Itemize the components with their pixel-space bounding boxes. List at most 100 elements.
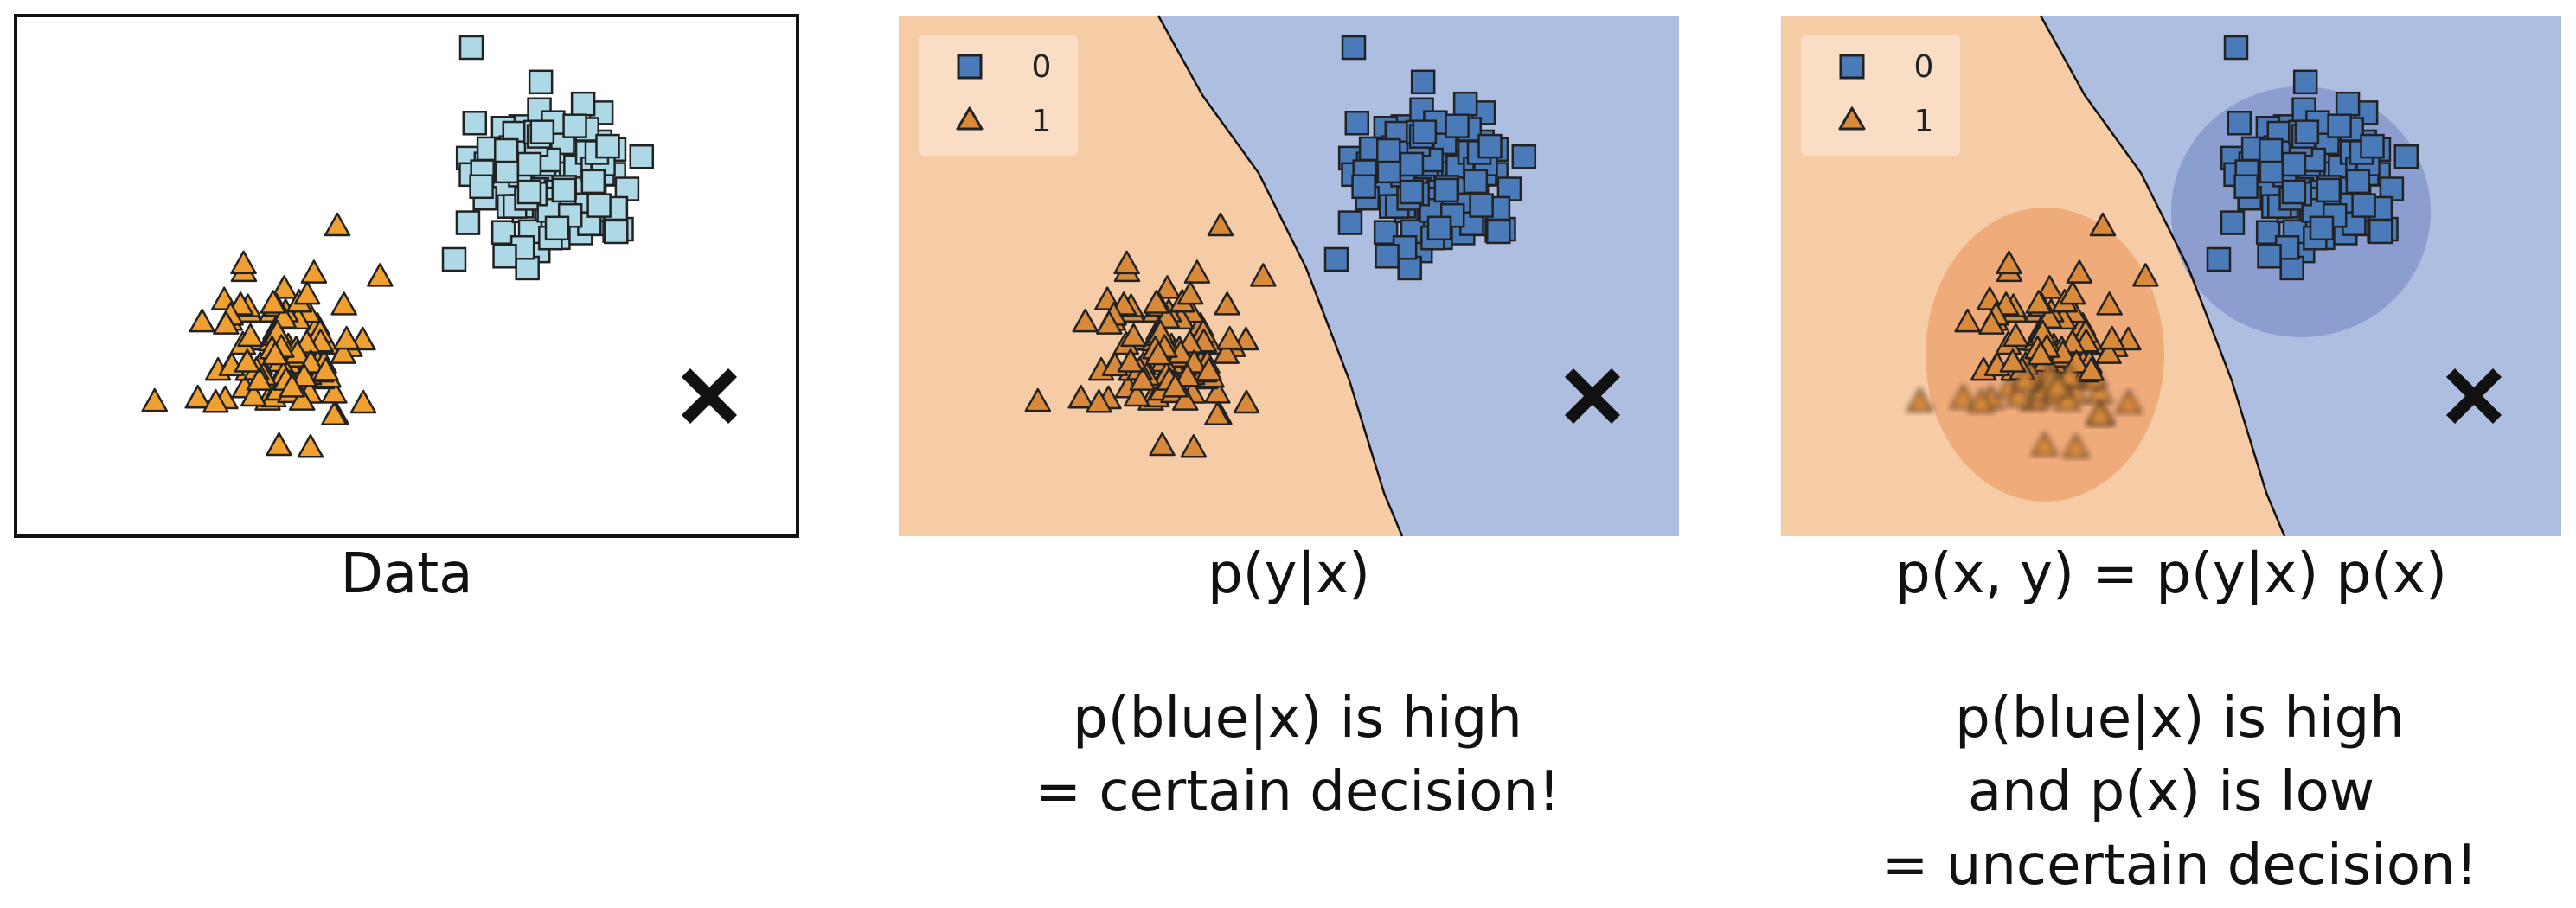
class1-triangle-marker bbox=[1162, 374, 1189, 398]
class0-square-marker bbox=[1445, 113, 1470, 138]
class0-square-marker bbox=[1375, 137, 1401, 163]
class1-triangle-marker bbox=[2078, 357, 2105, 381]
class0-square-marker bbox=[544, 215, 570, 241]
class0-square-marker bbox=[1399, 151, 1425, 177]
decision-boundary bbox=[1157, 15, 1404, 537]
class0-square-marker bbox=[515, 255, 540, 281]
x-cross-icon bbox=[2446, 368, 2502, 424]
class1-triangle-marker bbox=[230, 250, 257, 275]
panel-data bbox=[14, 14, 799, 538]
class0-square-marker bbox=[1412, 119, 1438, 144]
class1-triangle-marker bbox=[288, 387, 316, 411]
class1-triangle-marker bbox=[1117, 348, 1144, 373]
class0-square-marker bbox=[2206, 246, 2232, 272]
class1-triangle-marker bbox=[2062, 434, 2090, 458]
class0-square-marker bbox=[1344, 111, 1370, 136]
class1-triangle-marker bbox=[1195, 357, 1222, 381]
class1-triangle-marker bbox=[2115, 389, 2143, 414]
class0-square-marker bbox=[1373, 220, 1399, 245]
class0-square-marker bbox=[1375, 244, 1400, 269]
class0-square-marker bbox=[604, 219, 629, 245]
class1-triangle-marker bbox=[324, 212, 351, 237]
class1-triangle-marker bbox=[213, 310, 240, 335]
class0-square-marker bbox=[529, 119, 555, 144]
legend-triangle-icon bbox=[1838, 106, 1866, 131]
class0-square-marker bbox=[458, 35, 484, 61]
class1-triangle-marker bbox=[1123, 382, 1150, 407]
class1-triangle-marker bbox=[1216, 325, 1243, 350]
class0-square-marker bbox=[462, 111, 488, 136]
class1-triangle-marker bbox=[291, 362, 317, 387]
class1-triangle-marker bbox=[1183, 259, 1211, 284]
class1-triangle-marker bbox=[1999, 348, 2027, 373]
legend-triangle-icon bbox=[956, 106, 984, 131]
class1-triangle-marker bbox=[1978, 310, 2005, 335]
class0-square-marker bbox=[1409, 97, 1434, 123]
class0-square-marker bbox=[595, 133, 620, 159]
panel-generative: 0 1 bbox=[1781, 15, 2561, 537]
class1-triangle-marker bbox=[279, 374, 305, 398]
class0-square-marker bbox=[2259, 158, 2284, 184]
class0-square-marker bbox=[557, 202, 583, 228]
class1-triangle-marker bbox=[2005, 382, 2033, 407]
class1-triangle-marker bbox=[2054, 387, 2081, 411]
class0-square-marker bbox=[2335, 91, 2361, 117]
class0-square-marker bbox=[455, 210, 481, 235]
class0-square-marker bbox=[1341, 35, 1367, 61]
class1-triangle-marker bbox=[234, 348, 261, 373]
description-discriminative-line2: = certain decision! bbox=[1035, 760, 1560, 824]
class1-triangle-marker bbox=[1096, 310, 1123, 335]
class0-square-marker bbox=[1337, 210, 1363, 235]
description-discriminative-line1: p(blue|x) is high bbox=[1073, 687, 1522, 751]
class1-triangle-marker bbox=[2025, 290, 2053, 314]
class0-square-marker bbox=[2220, 210, 2246, 235]
class1-triangle-marker bbox=[1024, 387, 1052, 412]
class1-triangle-marker bbox=[1120, 323, 1147, 348]
panel-discriminative-points bbox=[1024, 35, 1537, 458]
class0-square-marker bbox=[2351, 193, 2376, 218]
class1-triangle-marker bbox=[297, 434, 324, 458]
class1-triangle-marker bbox=[333, 325, 360, 350]
class0-square-marker bbox=[2279, 255, 2304, 281]
class1-triangle-marker bbox=[1086, 388, 1112, 413]
legend-label-1: 1 bbox=[1032, 104, 1052, 139]
class0-square-marker bbox=[1399, 179, 1425, 205]
class1-triangle-marker bbox=[1968, 388, 1995, 413]
class0-square-marker bbox=[580, 169, 606, 195]
class1-triangle-marker bbox=[1233, 389, 1260, 414]
class1-triangle-marker bbox=[2044, 374, 2071, 398]
class1-triangle-marker bbox=[2132, 263, 2159, 287]
class0-square-marker bbox=[1486, 219, 1511, 245]
class1-triangle-marker bbox=[1996, 250, 2022, 275]
class0-square-marker bbox=[570, 91, 596, 117]
class0-square-marker bbox=[1433, 177, 1459, 203]
class1-triangle-marker bbox=[271, 275, 298, 299]
class1-triangle-marker bbox=[312, 357, 339, 381]
class1-triangle-marker bbox=[300, 259, 328, 284]
class0-square-marker bbox=[2360, 133, 2385, 159]
class1-triangle-marker bbox=[1113, 250, 1140, 275]
class0-square-marker bbox=[2227, 111, 2252, 136]
class1-triangle-marker bbox=[2059, 280, 2086, 305]
class1-triangle-marker bbox=[321, 401, 348, 425]
class1-triangle-marker bbox=[202, 388, 229, 413]
legend-box bbox=[1801, 35, 1960, 156]
class1-triangle-marker bbox=[184, 384, 211, 409]
class1-triangle-marker bbox=[2011, 367, 2039, 391]
class0-square-marker bbox=[2393, 144, 2419, 169]
legend-square-icon bbox=[1839, 54, 1865, 80]
class0-square-marker bbox=[2292, 69, 2318, 95]
class0-square-marker bbox=[516, 151, 542, 177]
panel-data-frame bbox=[14, 14, 799, 538]
class1-triangle-marker bbox=[240, 382, 267, 407]
class1-triangle-marker bbox=[2089, 212, 2117, 237]
caption-discriminative: p(y|x) bbox=[1208, 542, 1370, 606]
class0-square-marker bbox=[586, 193, 612, 218]
class1-triangle-marker bbox=[2002, 323, 2029, 348]
class1-triangle-marker bbox=[266, 432, 292, 457]
legend: 0 1 bbox=[919, 35, 1078, 156]
class1-triangle-marker bbox=[1954, 308, 1981, 333]
class1-triangle-marker bbox=[2031, 432, 2058, 457]
decision-boundary bbox=[2039, 15, 2286, 537]
